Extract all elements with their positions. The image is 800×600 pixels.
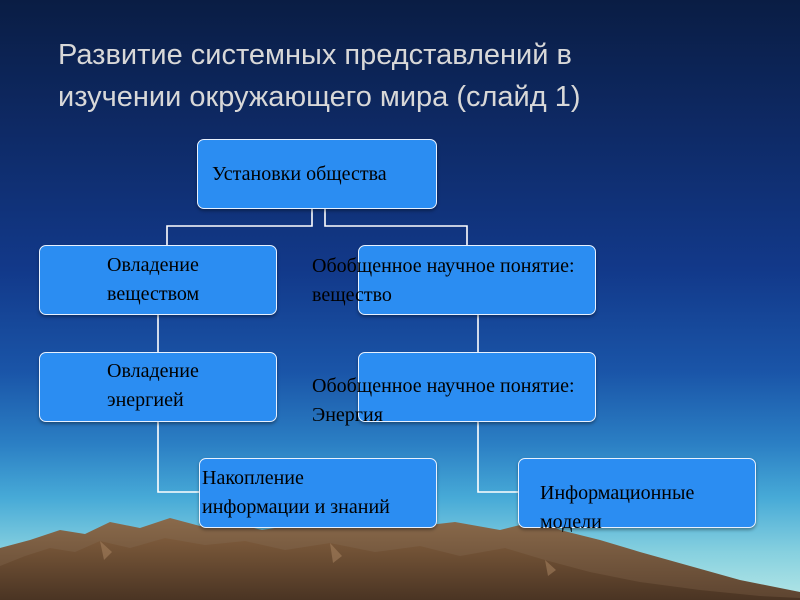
node-right-2-line-2: Энергия bbox=[312, 404, 383, 426]
connector-root-to-right bbox=[324, 209, 468, 245]
node-left-3 bbox=[199, 458, 437, 528]
slide-title-line-1: Развитие системных представлений в bbox=[58, 39, 572, 71]
mountain-range-near bbox=[0, 538, 800, 600]
connector-left-2-to-left-3 bbox=[157, 422, 199, 493]
node-left-1-line-2: веществом bbox=[107, 283, 200, 305]
node-root-text: Установки общества bbox=[212, 160, 387, 189]
connector-right-2-to-right-3 bbox=[477, 422, 518, 493]
node-left-1-line-1: Овладение bbox=[107, 254, 199, 276]
node-left-2-line-1: Овладение bbox=[107, 360, 199, 382]
node-right-1-text: Обобщенное научное понятие: вещество bbox=[312, 252, 575, 310]
node-right-1-line-2: вещество bbox=[312, 284, 392, 306]
slide-title-line-2: изучении окружающего мира (слайд 1) bbox=[58, 81, 581, 113]
node-left-3-line-1: Накопление bbox=[202, 467, 304, 489]
node-right-3-line-2: модели bbox=[540, 511, 602, 533]
node-right-2-text: Обобщенное научное понятие: Энергия bbox=[312, 372, 575, 430]
slide-title: Развитие системных представлений в изуче… bbox=[58, 34, 758, 118]
node-left-3-line-2: информации и знаний bbox=[202, 496, 390, 518]
connector-root-to-left bbox=[166, 209, 313, 245]
node-right-1-line-1: Обобщенное научное понятие: bbox=[312, 255, 575, 277]
node-root-line-1: Установки общества bbox=[212, 163, 387, 185]
node-left-3-text: Накопление информации и знаний bbox=[202, 464, 390, 522]
node-right-3 bbox=[518, 458, 756, 528]
node-right-2-line-1: Обобщенное научное понятие: bbox=[312, 375, 575, 397]
node-right-3-text: Информационные модели bbox=[540, 479, 694, 537]
node-left-2-line-2: энергией bbox=[107, 389, 184, 411]
node-root bbox=[197, 139, 437, 209]
node-left-1 bbox=[39, 245, 277, 315]
node-left-2 bbox=[39, 352, 277, 422]
node-right-1 bbox=[358, 245, 596, 315]
node-left-2-text: Овладение энергией bbox=[107, 357, 199, 415]
node-right-3-line-1: Информационные bbox=[540, 482, 695, 504]
node-left-1-text: Овладение веществом bbox=[107, 251, 199, 309]
node-right-2 bbox=[358, 352, 596, 422]
